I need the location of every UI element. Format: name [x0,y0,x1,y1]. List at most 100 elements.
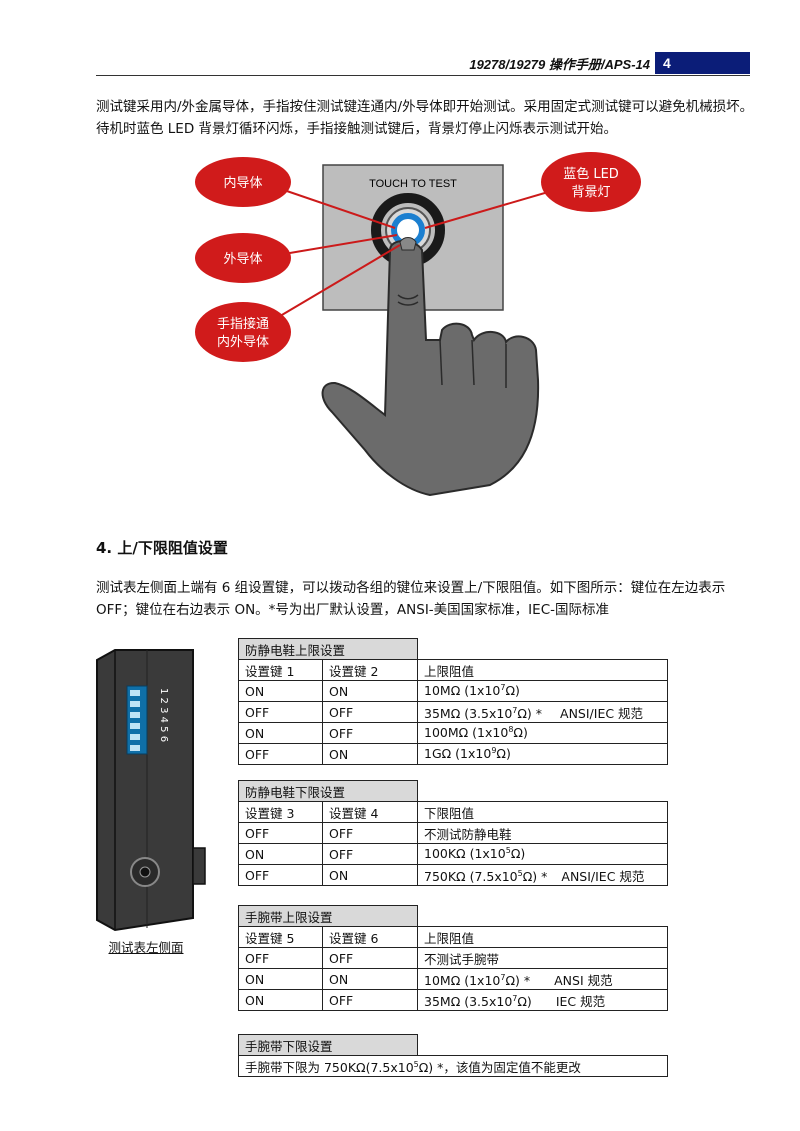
header-cell: 设置键 1 [238,659,323,681]
header-cell: 设置键 2 [322,659,418,681]
dip-switch-3 [130,712,140,718]
header-cell: 上限阻值 [417,659,668,681]
cell: OFF [322,843,418,865]
callout-finger-text-2: 内外导体 [217,334,269,350]
header-cell: 上限阻值 [417,926,668,948]
cell: ON [322,864,418,886]
dip-switch-2 [130,701,140,707]
table-row: ON OFF 35MΩ (3.5x107Ω)IEC 规范 [238,989,668,1011]
cell: 1GΩ (1x109Ω) [417,743,668,765]
callout-led-text-1: 蓝色 LED [563,166,619,182]
cell: OFF [322,989,418,1011]
callout-line-finger [269,244,401,323]
table-title: 手腕带下限设置 [238,1034,418,1056]
cell: 750KΩ (7.5x105Ω) *ANSI/IEC 规范 [417,864,668,886]
dip-switch-6 [130,745,140,751]
section-paragraph: 测试表左侧面上端有 6 组设置键，可以拨动各组的键位来设置上/下限阻值。如下图所… [96,580,726,618]
dip-switch-block [126,685,148,755]
cell: OFF [238,822,323,844]
header-cell: 设置键 5 [238,926,323,948]
table-row: 手腕带下限为 750KΩ(7.5x105Ω) *，该值为固定值不能更改 [238,1055,668,1077]
dip-numbers: 1 2 3 4 5 6 [158,688,169,742]
callout-outer-text: 外导体 [223,252,262,267]
table-row: ON ON 10MΩ (1x107Ω) [238,680,668,702]
cell: 不测试手腕带 [417,947,668,969]
cell: OFF [322,822,418,844]
header-cell: 下限阻值 [417,801,668,823]
cell: OFF [322,701,418,723]
finger-crease-2 [397,301,419,306]
callout-blue-led [541,152,641,212]
hand-shape [321,240,540,497]
callout-line-inner [277,187,396,229]
side-clip [192,847,206,885]
shoe-lower-table: 防静电鞋下限设置 设置键 3 设置键 4 下限阻值 OFF OFF 不测试防静电… [238,780,668,886]
wrist-lower-table: 手腕带下限设置 手腕带下限为 750KΩ(7.5x105Ω) *，该值为固定值不… [238,1034,668,1077]
dip-switch-5 [130,734,140,740]
callout-line-outer [277,234,398,256]
header-rule [96,75,750,76]
table-title: 防静电鞋上限设置 [238,638,418,660]
table-row: ON ON 10MΩ (1x107Ω) *ANSI 规范 [238,968,668,990]
cell: 35MΩ (3.5x107Ω)IEC 规范 [417,989,668,1011]
device-side-view: 1 2 3 4 5 6 [96,649,206,932]
section-title: 上/下限阻值设置 [117,539,228,557]
table-row: OFF ON 750KΩ (7.5x105Ω) *ANSI/IEC 规范 [238,864,668,886]
shoe-upper-table: 防静电鞋上限设置 设置键 1 设置键 2 上限阻值 ON ON 10MΩ (1x… [238,638,668,765]
table-title: 手腕带上限设置 [238,905,418,927]
cell: OFF [238,864,323,886]
intro-paragraph: 测试键采用内/外金属导体，手指按住测试键连通内/外导体即开始测试。采用固定式测试… [96,99,754,137]
finger-line-1 [471,339,475,386]
dip-switch-4 [130,723,140,729]
jack-inner [139,866,151,878]
cell: OFF [238,743,323,765]
table-row: OFF OFF 35MΩ (3.5x107Ω) *ANSI/IEC 规范 [238,701,668,723]
table-row: OFF ON 1GΩ (1x109Ω) [238,743,668,765]
section-number: 4. [96,539,113,557]
cell: ON [322,968,418,990]
table-row: ON OFF 100MΩ (1x108Ω) [238,722,668,744]
cell: 手腕带下限为 750KΩ(7.5x105Ω) *，该值为固定值不能更改 [238,1055,668,1077]
cell: OFF [322,947,418,969]
header-cell: 设置键 6 [322,926,418,948]
callout-outer-conductor [195,233,291,283]
side-view-caption: 测试表左侧面 [108,940,184,955]
cell: ON [238,680,323,702]
cell: OFF [322,722,418,744]
cell: 10MΩ (1x107Ω) *ANSI 规范 [417,968,668,990]
header-cell: 设置键 4 [322,801,418,823]
cell: ON [238,968,323,990]
callout-finger [195,302,291,362]
cell: 100KΩ (1x105Ω) [417,843,668,865]
cell: OFF [238,701,323,723]
header-title: 19278/19279 操作手册/APS-14 [469,57,650,72]
cell: ON [322,743,418,765]
table-title: 防静电鞋下限设置 [238,780,418,802]
callout-led-text-2: 背景灯 [571,185,610,200]
dip-switch-1 [130,690,140,696]
header-cell: 设置键 3 [238,801,323,823]
section-heading: 4. 上/下限阻值设置 [96,537,228,558]
callout-line-led [424,189,556,229]
cell: ON [238,843,323,865]
table-row: ON OFF 100KΩ (1x105Ω) [238,843,668,865]
wrist-upper-table: 手腕带上限设置 设置键 5 设置键 6 上限阻值 OFF OFF 不测试手腕带 … [238,905,668,1011]
finger-line-3 [439,339,443,386]
cell: OFF [238,947,323,969]
cell: 10MΩ (1x107Ω) [417,680,668,702]
cell: 不测试防静电鞋 [417,822,668,844]
cell: ON [322,680,418,702]
page-number: 4 [655,52,750,74]
cell: ON [238,989,323,1011]
cell: ON [238,722,323,744]
table-row: OFF OFF 不测试防静电鞋 [238,822,668,844]
callout-finger-text-1: 手指接通 [217,316,269,332]
touch-test-illustration: TOUCH TO TEST 内导体 外导体 手指接通 内外导体 蓝色 LED 背… [195,152,641,497]
fingernail [399,237,417,251]
cell: 35MΩ (3.5x107Ω) *ANSI/IEC 规范 [417,701,668,723]
panel-label: TOUCH TO TEST [369,178,457,190]
callout-inner-text: 内导体 [223,175,262,191]
callout-inner-conductor [195,157,291,207]
finger-crease-1 [397,294,419,300]
cell: 100MΩ (1x108Ω) [417,722,668,744]
